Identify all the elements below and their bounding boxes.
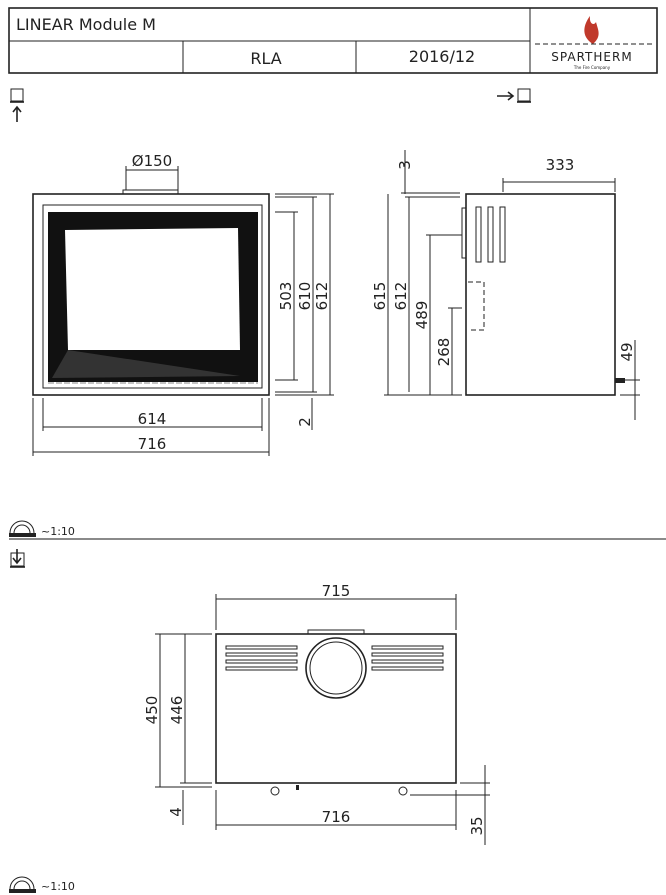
top-view: 715 716 450 446 4 35 bbox=[143, 582, 490, 845]
dim-width-inner: 614 bbox=[138, 410, 167, 428]
spartherm-logo: SPARTHERM The Fire Company bbox=[535, 16, 655, 70]
dim-depth-450: 450 bbox=[143, 696, 161, 725]
dim-h-612: 612 bbox=[392, 282, 410, 311]
drawing-date: 2016/12 bbox=[409, 47, 475, 66]
dim-h-612: 612 bbox=[313, 282, 331, 311]
dim-offset-35: 35 bbox=[468, 816, 486, 835]
dim-foot: 49 bbox=[618, 342, 636, 361]
model-title: LINEAR Module M bbox=[16, 15, 156, 34]
side-view: 333 3 615 612 489 268 49 bbox=[371, 150, 640, 420]
front-view: Ø150 614 716 503 610 612 2 bbox=[32, 152, 334, 456]
scale-indicator: ~1:10 bbox=[9, 520, 75, 538]
drawing-code: RLA bbox=[250, 49, 281, 68]
dim-bottom-offset: 2 bbox=[296, 417, 314, 427]
dim-h-610: 610 bbox=[296, 282, 314, 311]
dim-h-503: 503 bbox=[277, 282, 295, 311]
dim-h-615: 615 bbox=[371, 282, 389, 311]
svg-text:The Fire Company: The Fire Company bbox=[573, 65, 611, 70]
dim-width-bottom: 716 bbox=[322, 808, 351, 826]
svg-text:~1:10: ~1:10 bbox=[41, 525, 75, 538]
dim-top-offset: 3 bbox=[396, 160, 414, 170]
front-view-icon bbox=[10, 88, 24, 122]
title-block: LINEAR Module M RLA 2016/12 SPARTHERM Th… bbox=[8, 7, 658, 74]
side-view-icon bbox=[497, 88, 531, 103]
dim-flue-diameter: Ø150 bbox=[132, 152, 172, 170]
dim-h-489: 489 bbox=[413, 301, 431, 330]
logo-text: SPARTHERM bbox=[551, 50, 632, 64]
dim-offset-4: 4 bbox=[167, 807, 185, 817]
top-view-icon bbox=[10, 549, 25, 568]
dim-depth: 333 bbox=[546, 156, 575, 174]
dim-width-outer: 716 bbox=[138, 435, 167, 453]
scale-indicator-bottom: ~1:10 bbox=[9, 876, 75, 893]
svg-text:~1:10: ~1:10 bbox=[41, 880, 75, 893]
dim-width-top: 715 bbox=[322, 582, 351, 600]
dim-depth-446: 446 bbox=[168, 696, 186, 725]
dim-h-268: 268 bbox=[435, 338, 453, 367]
